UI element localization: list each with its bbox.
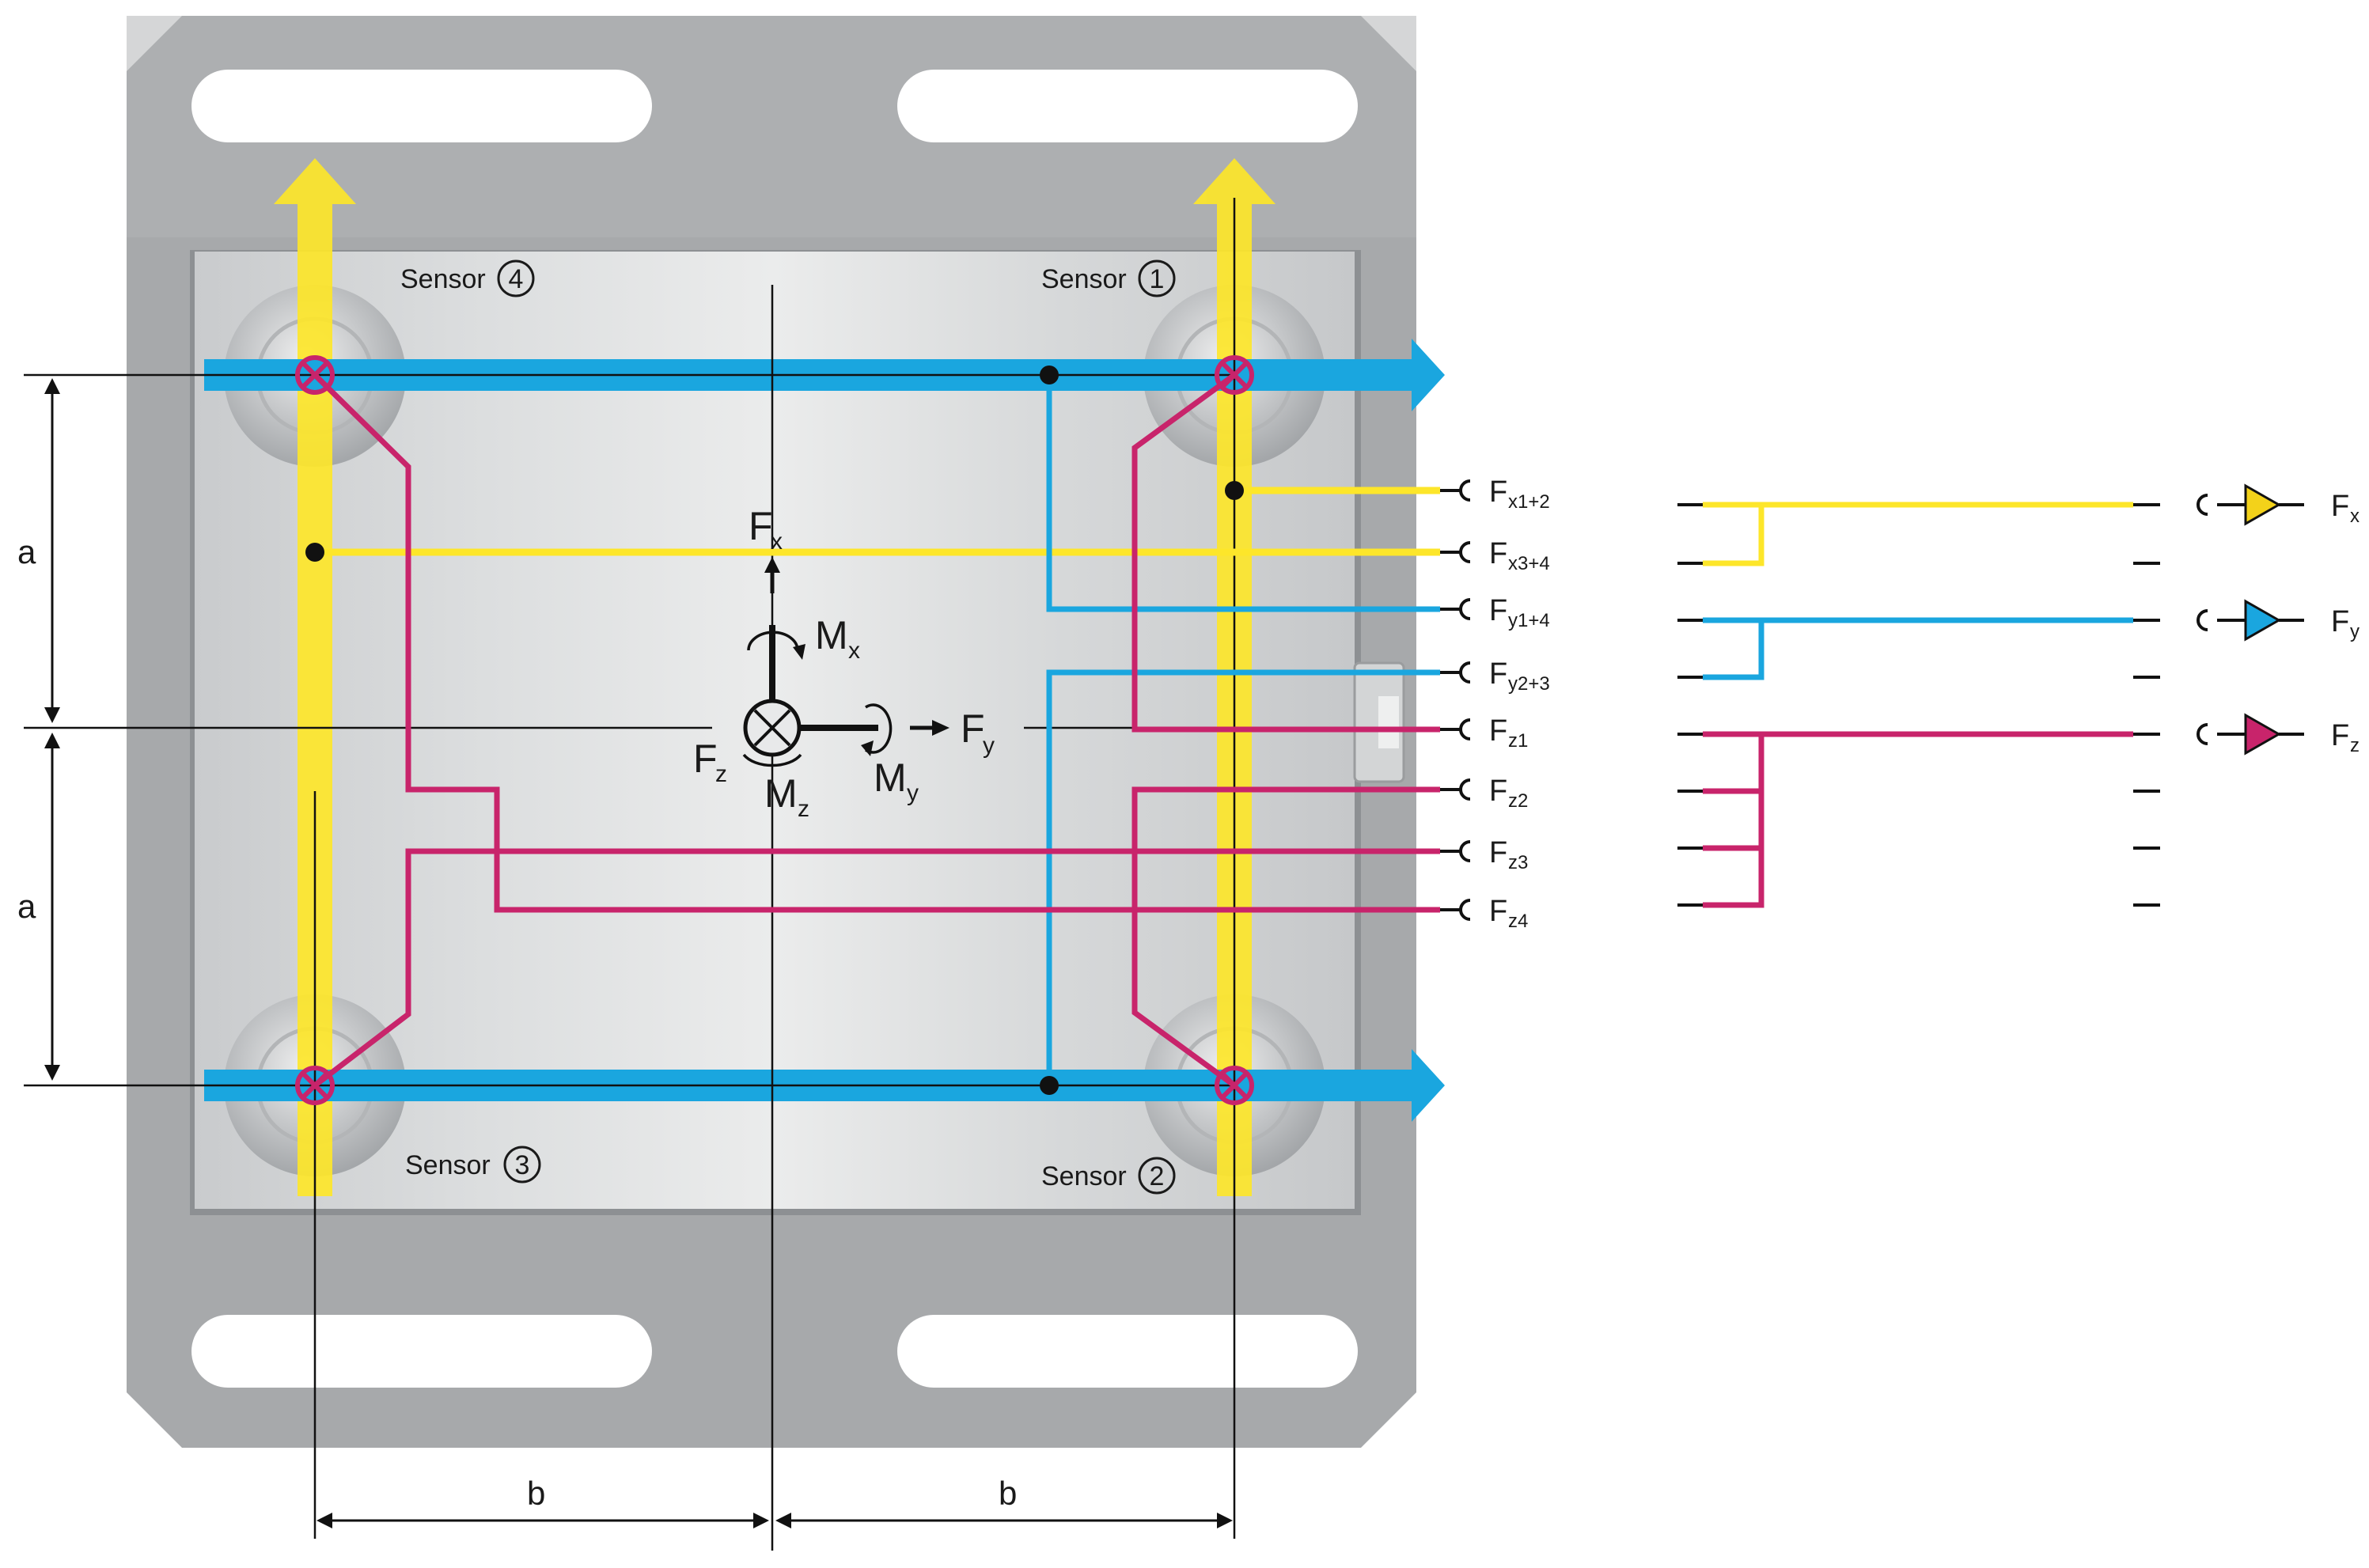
x-signal-wires bbox=[315, 487, 1440, 556]
svg-text:Sensor: Sensor bbox=[400, 264, 486, 294]
sum-y bbox=[1703, 617, 2133, 680]
svg-text:z4: z4 bbox=[1508, 911, 1528, 932]
sensor-center-3 bbox=[295, 1066, 335, 1105]
svg-text:1: 1 bbox=[1150, 264, 1165, 294]
svg-text:M: M bbox=[764, 771, 798, 816]
svg-text:F: F bbox=[1489, 657, 1507, 691]
fz-label: F z bbox=[693, 737, 727, 787]
svg-text:4: 4 bbox=[509, 264, 524, 294]
reference-lines bbox=[24, 198, 1424, 1551]
slot-top-left bbox=[191, 70, 652, 142]
svg-text:M: M bbox=[874, 756, 907, 800]
svg-text:x1+2: x1+2 bbox=[1508, 491, 1550, 513]
svg-text:Sensor: Sensor bbox=[405, 1150, 491, 1180]
svg-text:F: F bbox=[961, 706, 985, 751]
svg-text:y: y bbox=[907, 780, 919, 806]
svg-text:F: F bbox=[693, 737, 718, 781]
svg-text:F: F bbox=[1489, 775, 1507, 808]
amplifier-fy: F y bbox=[2197, 599, 2360, 642]
sensor-label-2: Sensor 2 bbox=[1041, 1157, 1176, 1195]
dimension-b-label-right: b bbox=[999, 1475, 1017, 1512]
svg-text:F: F bbox=[2331, 605, 2349, 638]
svg-text:z: z bbox=[2350, 735, 2360, 756]
svg-text:x: x bbox=[771, 528, 783, 555]
z-signal-wires bbox=[313, 373, 1440, 1088]
sensor-centers bbox=[295, 355, 1254, 1105]
svg-text:y1+4: y1+4 bbox=[1508, 610, 1550, 631]
sum-z bbox=[1703, 731, 2133, 908]
fx-label: F x bbox=[749, 504, 783, 555]
svg-text:F: F bbox=[749, 504, 773, 548]
slot-bottom-right bbox=[897, 1315, 1358, 1388]
sensor-label-1: Sensor 1 bbox=[1041, 259, 1176, 297]
svg-text:Sensor: Sensor bbox=[1041, 264, 1127, 294]
fy-label: F y bbox=[961, 706, 995, 759]
svg-text:z1: z1 bbox=[1508, 730, 1528, 752]
my-moment-arc bbox=[865, 703, 893, 754]
connector-tab-slot bbox=[1378, 696, 1399, 748]
sensor-center-4 bbox=[295, 355, 335, 395]
svg-text:F: F bbox=[1489, 714, 1507, 748]
dimension-a-label-bottom: a bbox=[17, 888, 36, 925]
svg-text:F: F bbox=[1489, 475, 1507, 509]
svg-text:z: z bbox=[715, 761, 727, 787]
y-signal-wires bbox=[1046, 375, 1440, 1085]
svg-text:z2: z2 bbox=[1508, 790, 1528, 812]
svg-text:Sensor: Sensor bbox=[1041, 1161, 1127, 1191]
dimension-a-label-top: a bbox=[17, 533, 36, 570]
dimension-b bbox=[316, 1513, 1233, 1528]
svg-text:2: 2 bbox=[1150, 1161, 1165, 1191]
sensor-label-4: Sensor 4 bbox=[400, 259, 535, 297]
svg-text:F: F bbox=[1489, 594, 1507, 627]
svg-text:y2+3: y2+3 bbox=[1508, 673, 1550, 695]
svg-text:F: F bbox=[1489, 895, 1507, 928]
summing-network bbox=[1677, 502, 2160, 908]
sensor-center-2 bbox=[1215, 1066, 1254, 1105]
dimension-b-label-left: b bbox=[527, 1475, 545, 1512]
slot-top-right bbox=[897, 70, 1358, 142]
sensor-center-1 bbox=[1215, 355, 1254, 395]
svg-text:M: M bbox=[815, 613, 848, 657]
mz-label: M z bbox=[764, 771, 809, 822]
dimension-a bbox=[44, 378, 60, 1081]
slot-bottom-left bbox=[191, 1315, 652, 1388]
svg-text:z: z bbox=[798, 796, 809, 822]
mz-moment-arc bbox=[742, 753, 802, 767]
svg-text:F: F bbox=[2331, 719, 2349, 752]
svg-text:F: F bbox=[1489, 836, 1507, 869]
mx-label: M x bbox=[815, 613, 860, 664]
mx-moment-arc bbox=[747, 631, 799, 651]
svg-text:F: F bbox=[2331, 490, 2349, 523]
svg-text:y: y bbox=[983, 733, 995, 759]
amplifier-fz: F z bbox=[2197, 713, 2360, 756]
my-label: M y bbox=[874, 756, 919, 806]
svg-text:x3+4: x3+4 bbox=[1508, 553, 1550, 574]
sum-x bbox=[1703, 502, 2133, 566]
svg-text:F: F bbox=[1489, 537, 1507, 570]
svg-text:z3: z3 bbox=[1508, 852, 1528, 873]
sensor-label-3: Sensor 3 bbox=[405, 1146, 541, 1184]
svg-text:3: 3 bbox=[515, 1150, 530, 1180]
junction-dots bbox=[305, 365, 1244, 1095]
svg-text:x: x bbox=[2350, 506, 2360, 527]
svg-text:x: x bbox=[848, 638, 860, 664]
coordinate-system bbox=[742, 557, 949, 767]
output-terminals bbox=[1440, 479, 1471, 921]
amplifier-fx: F x bbox=[2197, 483, 2360, 527]
svg-text:y: y bbox=[2350, 621, 2360, 642]
